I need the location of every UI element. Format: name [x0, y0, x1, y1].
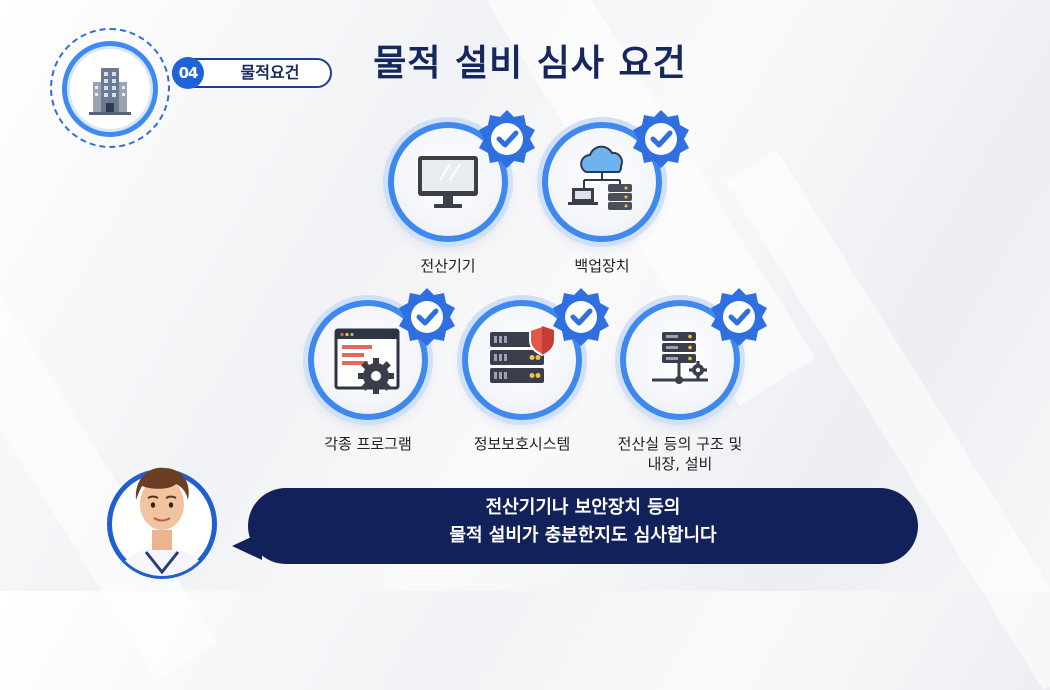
- verified-check-icon: [553, 288, 609, 346]
- item-label: 전산기기: [420, 257, 476, 275]
- character-avatar: [107, 467, 217, 579]
- item-label: 각종 프로그램: [324, 435, 412, 453]
- verified-check-icon: [479, 110, 535, 168]
- verified-check-icon: [399, 288, 455, 346]
- item-label-line: 내장, 설비: [647, 455, 713, 473]
- monitor-icon: [418, 156, 478, 208]
- item-label: 전산실 등의 구조 및 내장, 설비: [590, 434, 770, 474]
- item-label-line: 전산실 등의 구조 및: [617, 435, 743, 453]
- subtitle-line: 전산기기나 보안장치 등의: [485, 497, 681, 518]
- speech-bubble: [248, 488, 918, 564]
- program-gear-icon: [334, 328, 400, 394]
- verified-check-icon: [711, 288, 767, 346]
- background-streak: [0, 219, 218, 681]
- item-backup-device: [542, 110, 689, 242]
- item-computer-equipment: [388, 110, 535, 242]
- item-programs: [308, 288, 455, 420]
- subtitle-line: 물적 설비가 충분한지도 심사합니다: [449, 525, 717, 546]
- item-label: 백업장치: [574, 257, 630, 275]
- subtitle: 전산기기나 보안장치 등의 물적 설비가 충분한지도 심사합니다: [248, 494, 918, 550]
- item-security-system: [462, 288, 609, 420]
- section-number: 04: [172, 57, 204, 89]
- section-badge: [62, 41, 158, 137]
- section-badge-ring: [50, 28, 170, 148]
- building-icon: [89, 68, 131, 115]
- cloud-backup-icon: [568, 145, 632, 210]
- server-network-icon: [652, 332, 708, 384]
- server-shield-icon: [490, 324, 555, 383]
- item-label: 정보보호시스템: [473, 435, 571, 453]
- verified-check-icon: [633, 110, 689, 168]
- page-title: 물적 설비 심사 요건: [373, 43, 687, 84]
- item-server-room: [620, 288, 767, 420]
- section-label: 물적요건: [240, 63, 300, 82]
- item-ring: [542, 122, 662, 242]
- background-streak: [725, 149, 1050, 690]
